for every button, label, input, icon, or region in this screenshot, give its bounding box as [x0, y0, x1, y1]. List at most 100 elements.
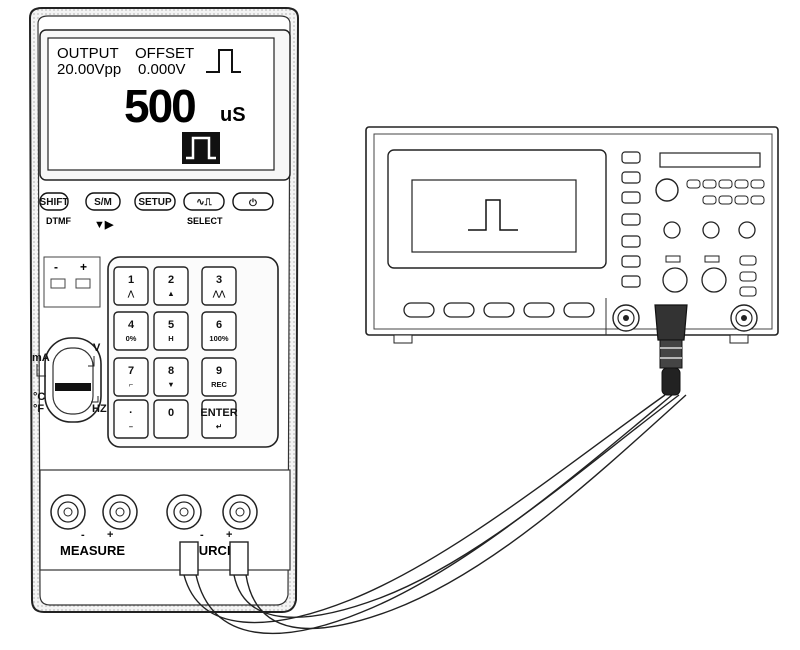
scope-small-button[interactable]	[750, 179, 765, 189]
keypad-key-label: ENTER	[200, 407, 237, 419]
measure-plus-sign: +	[107, 529, 113, 541]
source-minus-sign: -	[200, 529, 204, 541]
scope-side-button[interactable]	[621, 275, 641, 288]
keypad-key-label: ·	[129, 407, 133, 419]
keypad-key-label: 0	[168, 407, 174, 419]
keypad-key-label: 3	[216, 274, 222, 286]
scope-side-button[interactable]	[621, 171, 641, 184]
scope-side-button[interactable]	[621, 213, 641, 226]
scope-waveform-icon	[468, 199, 518, 231]
output-label: OUTPUT	[57, 45, 119, 62]
port-plus-sign: +	[80, 260, 87, 274]
keypad-key-sublabel: H	[168, 334, 173, 343]
scope-side-button[interactable]	[739, 271, 757, 282]
scope-indicator-b	[704, 255, 720, 263]
scope-side-button[interactable]	[739, 286, 757, 297]
source-plus-jack[interactable]	[222, 494, 258, 530]
keypad-key-0[interactable]: 0	[153, 399, 189, 439]
scope-side-button[interactable]	[621, 255, 641, 268]
keypad-key-label: 7	[128, 365, 134, 377]
scope-side-button[interactable]	[739, 255, 757, 266]
scope-small-button[interactable]	[702, 179, 717, 189]
keypad-key-enter[interactable]: ENTER↵	[200, 399, 238, 439]
offset-value: 0.000V	[138, 61, 186, 78]
rotary-switch-pointer	[55, 383, 91, 391]
scope-knob-c[interactable]	[738, 221, 756, 239]
keypad-key-4[interactable]: 40%	[113, 311, 149, 351]
keypad-key-sublabel: ▲	[167, 289, 174, 298]
sm-key[interactable]	[85, 192, 121, 211]
keypad-key-1[interactable]: 1⋀	[113, 266, 149, 306]
scope-side-button[interactable]	[621, 151, 641, 164]
measure-label: MEASURE	[60, 543, 125, 558]
measure-minus-sign: -	[81, 529, 85, 541]
hz-label: HZ	[92, 403, 107, 415]
keypad-key-2[interactable]: 2▲	[153, 266, 189, 306]
rotary-switch[interactable]: mA V °C °F HZ	[32, 337, 107, 423]
scope-soft-key[interactable]	[523, 302, 555, 318]
scope-soft-key[interactable]	[563, 302, 595, 318]
keypad-key-label: 9	[216, 365, 222, 377]
bnc-input-left[interactable]	[612, 304, 640, 332]
waveform-select-key[interactable]	[183, 192, 225, 211]
keypad-key-sublabel: 100%	[209, 334, 229, 343]
keypad-key-sublabel: ▼	[167, 380, 174, 389]
scope-indicator-a	[665, 255, 681, 263]
scope-knob-b[interactable]	[702, 221, 720, 239]
function-keys: SHIFT S/M SETUP ∿⎍ ⏻ DTMF ▼▶ SELECT	[39, 192, 274, 231]
source-minus-jack[interactable]	[166, 494, 202, 530]
keypad-key-label: 4	[128, 319, 135, 331]
scope-small-button[interactable]	[718, 179, 733, 189]
lcd-screen	[47, 37, 275, 171]
small-port-panel: - +	[43, 256, 101, 308]
bnc-input-right[interactable]	[730, 304, 758, 332]
keypad-key-5[interactable]: 5H	[153, 311, 189, 351]
keypad-key-label: 1	[128, 274, 134, 286]
scope-small-button[interactable]	[686, 179, 701, 189]
shift-key[interactable]	[39, 192, 69, 211]
main-unit: uS	[220, 104, 246, 126]
measure-minus-jack[interactable]	[50, 494, 86, 530]
shift-key-label: SHIFT	[40, 197, 69, 208]
scope-small-button[interactable]	[750, 195, 765, 205]
measure-plus-jack[interactable]	[102, 494, 138, 530]
main-value: 500	[124, 80, 195, 132]
keypad-key-7[interactable]: 7⌐	[113, 357, 149, 397]
power-key[interactable]	[232, 192, 274, 211]
scope-small-button[interactable]	[734, 179, 749, 189]
keypad-key-decimal[interactable]: ·–	[113, 399, 149, 439]
square-wave-indicator-icon	[206, 49, 241, 73]
scope-side-button[interactable]	[621, 235, 641, 248]
scope-side-button[interactable]	[621, 191, 641, 204]
scope-soft-key[interactable]	[483, 302, 515, 318]
port-minus-sign: -	[54, 260, 58, 274]
scope-main-knob[interactable]	[655, 178, 679, 202]
ma-label: mA	[32, 352, 50, 364]
keypad-key-sublabel: ⌐	[129, 380, 134, 389]
keypad-key-sublabel: ⋀	[127, 289, 135, 298]
scope-small-button[interactable]	[702, 195, 717, 205]
scope-soft-key[interactable]	[403, 302, 435, 318]
keypad-key-sublabel: REC	[211, 380, 227, 389]
keypad-key-label: 8	[168, 365, 174, 377]
scope-knob-a[interactable]	[663, 221, 681, 239]
scope-knob-e[interactable]	[701, 267, 727, 293]
keypad-key-label: 5	[168, 319, 174, 331]
scope-knob-d[interactable]	[662, 267, 688, 293]
keypad-key-8[interactable]: 8▼	[153, 357, 189, 397]
scope-small-button[interactable]	[718, 195, 733, 205]
output-value: 20.00Vpp	[57, 61, 121, 78]
v-label: V	[93, 342, 101, 354]
degc-label: °C	[33, 391, 45, 403]
scope-soft-key[interactable]	[443, 302, 475, 318]
keypad-key-3[interactable]: 3⋀⋀	[201, 266, 237, 306]
setup-key[interactable]	[134, 192, 176, 211]
scope-small-button[interactable]	[734, 195, 749, 205]
source-plus-sign: +	[226, 529, 232, 541]
bnc-probe-connector	[654, 304, 688, 396]
select-label: SELECT	[187, 216, 223, 226]
